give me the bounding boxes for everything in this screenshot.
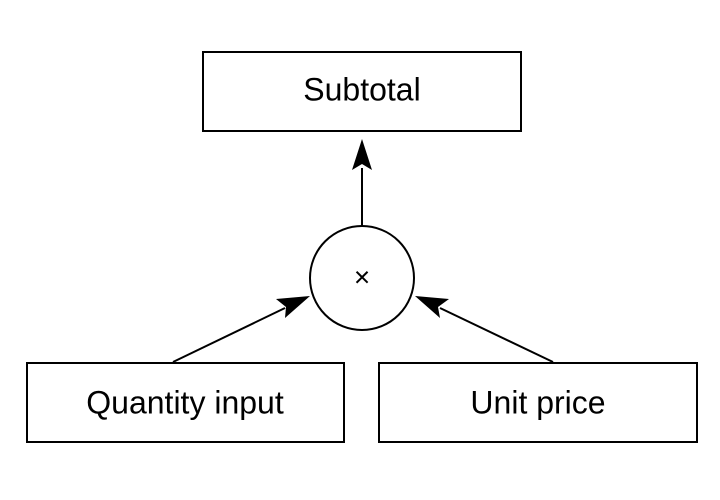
quantity-input-box: [26, 362, 345, 443]
multiply-symbol: ×: [354, 261, 370, 292]
subtotal-label: Subtotal: [303, 71, 420, 107]
arrowhead-from-unit-price: [415, 296, 449, 318]
edge-operator-to-subtotal: [352, 139, 372, 227]
multiply-operator-node: ×: [309, 225, 415, 331]
subtotal-node: Subtotal: [202, 51, 522, 132]
unit-price-node: Unit price: [378, 362, 698, 443]
operator-circle: [309, 225, 415, 331]
subtotal-box: [202, 51, 522, 132]
arrowhead-from-quantity: [276, 296, 310, 318]
quantity-input-node: Quantity input: [26, 362, 345, 443]
edge-line-unit-price-operator: [439, 307, 554, 363]
arrowhead-subtotal: [352, 139, 372, 170]
edge-line-quantity-operator: [172, 307, 286, 363]
edge-unit-price-to-operator: [415, 296, 554, 363]
quantity-input-label: Quantity input: [86, 384, 284, 420]
unit-price-box: [378, 362, 698, 443]
edge-quantity-to-operator: [172, 296, 310, 363]
unit-price-label: Unit price: [470, 384, 605, 420]
